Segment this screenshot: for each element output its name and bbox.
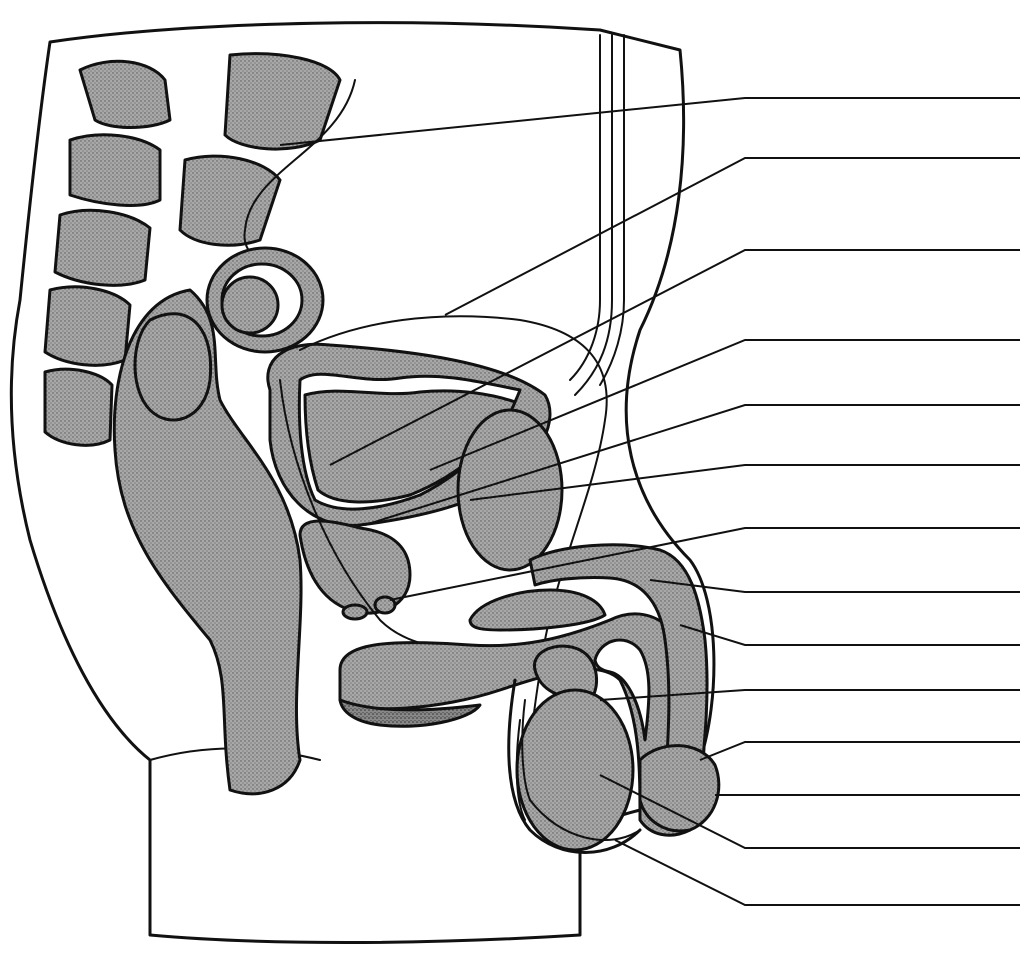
leader-line-1 bbox=[280, 98, 1020, 145]
intestine-loops bbox=[207, 248, 323, 352]
leader-line-11 bbox=[700, 742, 1020, 760]
bulbourethral-gland-2 bbox=[343, 605, 367, 619]
rectum-upper bbox=[135, 314, 211, 420]
leader-line-14 bbox=[615, 840, 1020, 905]
leader-line-9 bbox=[680, 625, 1020, 645]
leader-line-2 bbox=[445, 158, 1020, 315]
